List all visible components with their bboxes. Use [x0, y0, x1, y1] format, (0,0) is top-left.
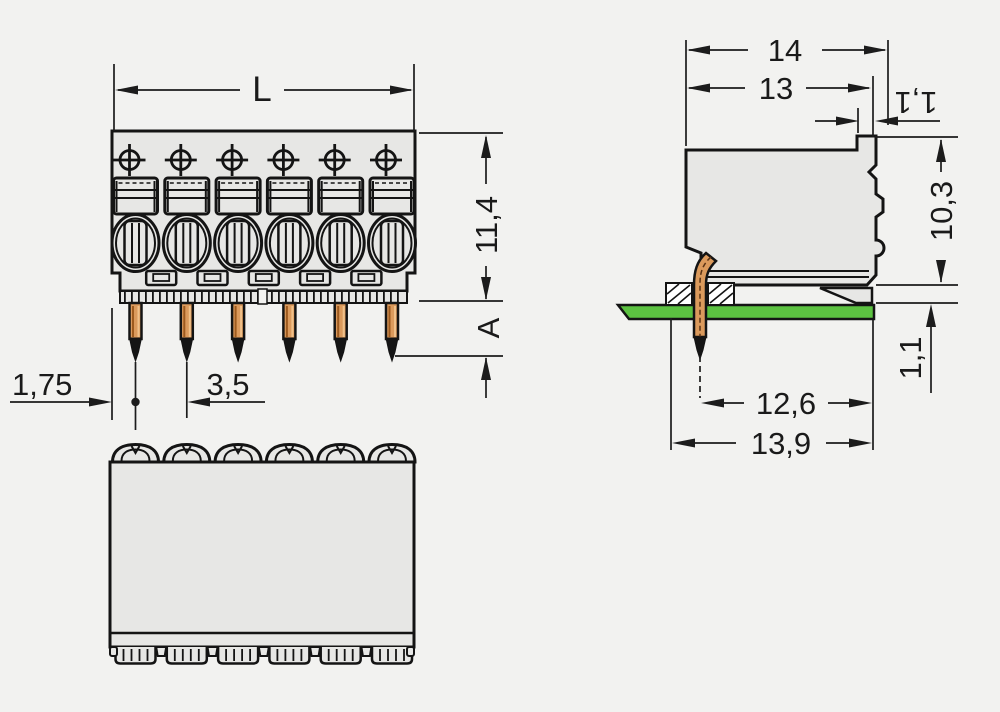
- scallop-1: [111, 443, 160, 464]
- label-latch-1-1: 1,1: [894, 85, 937, 120]
- side-view: [615, 134, 886, 361]
- solder-pin-2: [179, 301, 195, 363]
- label-height-10-3: 10,3: [924, 181, 959, 241]
- solder-pin-4: [282, 301, 297, 363]
- scallop-6: [367, 443, 417, 464]
- dim-13-9: [670, 318, 872, 450]
- label-offset-1-75: 1,75: [12, 367, 72, 402]
- dim-pitch-3-5: [185, 362, 265, 418]
- divider-1: [144, 269, 178, 287]
- dim-clearance-1-1: [876, 302, 958, 393]
- side-housing: [684, 134, 886, 287]
- dim-height-11-4: [419, 132, 503, 302]
- label-13-9: 13,9: [751, 426, 811, 461]
- dimension-labels: L 11,4 A 1,75 3,5 14 13 1,1 10,3 1,1 12,…: [12, 33, 959, 461]
- solder-pin-5: [333, 301, 348, 363]
- solder-collar-hatch: [665, 282, 735, 306]
- side-dimensions: [670, 40, 958, 450]
- foot-2: [165, 645, 209, 665]
- label-12-6: 12,6: [756, 386, 816, 421]
- scallop-4: [264, 443, 314, 464]
- label-clearance-1-1: 1,1: [893, 336, 928, 379]
- label-pitch-3-5: 3,5: [206, 367, 249, 402]
- serrated-strip: [119, 288, 408, 305]
- solder-pin-6: [384, 301, 400, 363]
- front-view: [110, 129, 417, 363]
- dim-pin-A: [395, 355, 503, 398]
- divider-5: [350, 269, 383, 287]
- foot-3: [216, 645, 260, 665]
- label-depth-13: 13: [759, 71, 793, 106]
- strip-center-gap: [257, 288, 268, 305]
- scallop-3: [213, 443, 263, 464]
- corner-nub-right: [406, 646, 415, 657]
- foot-4: [268, 645, 311, 665]
- dim-depth-14: [685, 40, 889, 146]
- front-dimensions: [10, 64, 503, 430]
- divider-3: [247, 269, 281, 287]
- foot-tab-2: [206, 646, 219, 657]
- foot-tab-4: [309, 646, 322, 657]
- dim-length-L: [113, 64, 415, 131]
- label-depth-14: 14: [768, 33, 802, 68]
- dim-offset-1-75: [10, 308, 140, 430]
- divider-2: [196, 269, 229, 287]
- label-length-L: L: [252, 70, 271, 109]
- bottom-view: [108, 443, 417, 665]
- foot-5: [319, 645, 362, 665]
- foot-tab-1: [155, 646, 168, 657]
- foot-tab-3: [257, 646, 270, 657]
- foot-tab-5: [360, 646, 373, 657]
- dim-12-6: [699, 320, 874, 450]
- pcb: [615, 303, 876, 321]
- foot-1: [114, 645, 157, 665]
- side-solder-pin: [692, 251, 718, 361]
- label-height-11-4: 11,4: [469, 196, 504, 254]
- divider-4: [298, 269, 332, 287]
- solder-pin-3: [230, 301, 246, 363]
- dim-latch-1-1: [815, 108, 940, 133]
- dim-depth-13: [687, 76, 874, 137]
- scallop-5: [316, 443, 366, 464]
- scallop-2: [162, 443, 212, 464]
- corner-nub-left: [109, 646, 118, 657]
- dim-height-10-3: [875, 136, 958, 286]
- support-foot: [819, 286, 874, 305]
- label-pin-A: A: [471, 317, 506, 338]
- solder-pin-1: [128, 301, 143, 363]
- bottom-body: [108, 460, 416, 649]
